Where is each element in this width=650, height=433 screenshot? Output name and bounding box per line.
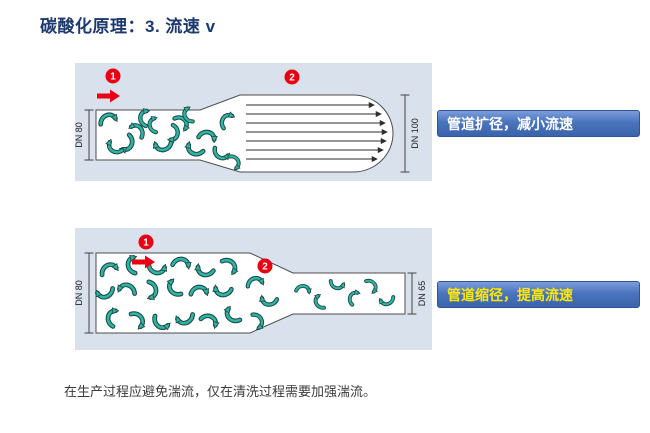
dn-label-right: DN 100 [410, 118, 420, 149]
svg-text:2: 2 [262, 262, 268, 273]
step-2-badge: 2 [284, 69, 300, 85]
dimension-left: DN 80 [75, 252, 94, 334]
dn-label-right: DN 65 [417, 281, 427, 307]
dimension-right: DN 100 [400, 94, 420, 173]
step-2-badge: 2 [257, 258, 273, 274]
inlet-arrow [97, 89, 120, 103]
footnote: 在生产过程应避免湍流，仅在清洗过程需要加强湍流。 [64, 384, 377, 399]
svg-text:1: 1 [143, 238, 149, 249]
dn-label-left: DN 80 [75, 280, 84, 306]
dimension-right: DN 65 [407, 272, 427, 315]
dimension-left: DN 80 [75, 109, 94, 161]
dn-label-left: DN 80 [75, 122, 84, 148]
callout-reduce-increase-velocity: 管道缩径，提高流速 [437, 281, 640, 308]
step-1-badge: 1 [138, 234, 154, 250]
pipe-expansion-diagram: DN 80 DN 100 1 2 [75, 63, 432, 181]
step-1-badge: 1 [105, 68, 121, 84]
callout-expand-reduce-velocity: 管道扩径，减小流速 [437, 110, 640, 137]
pipe-reduction-diagram: DN 80 DN 65 1 2 [75, 228, 432, 350]
svg-text:1: 1 [110, 72, 116, 83]
page-title: 碳酸化原理：3. 流速 v [40, 17, 216, 36]
laminar-flow-arrows [246, 101, 388, 163]
svg-text:2: 2 [289, 73, 295, 84]
